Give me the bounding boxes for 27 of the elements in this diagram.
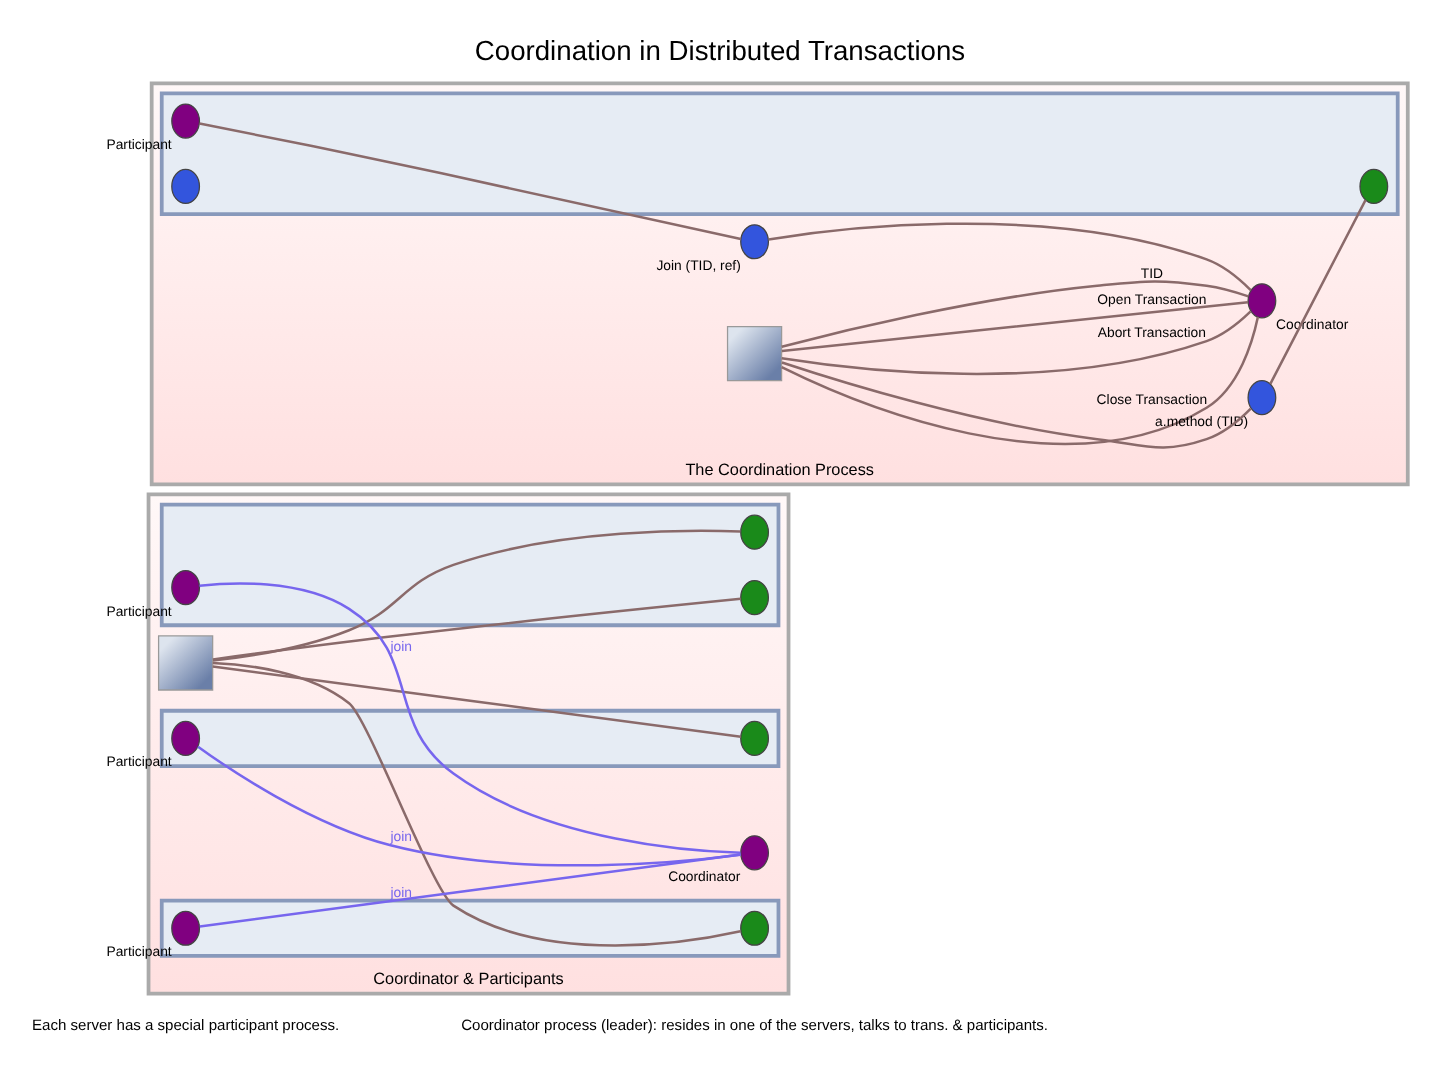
connector [781, 309, 1252, 375]
picture [726, 325, 783, 381]
node-circle [171, 102, 201, 138]
connector [212, 596, 741, 660]
connector [781, 279, 1249, 347]
node-circle [171, 909, 201, 945]
node-circle [740, 909, 770, 945]
node-circle [740, 579, 770, 615]
node-circle [171, 719, 201, 755]
connector [768, 221, 1252, 290]
connector [781, 315, 1260, 444]
connector [212, 528, 741, 661]
picture [157, 634, 214, 690]
node-circle [1247, 282, 1277, 318]
node-circle [740, 513, 770, 549]
node-circle [740, 223, 770, 259]
node-circle [1359, 167, 1389, 204]
connector [1269, 198, 1367, 384]
node-circle [171, 167, 201, 204]
node-circle [171, 568, 201, 605]
node-circle [1247, 379, 1277, 415]
connector [199, 581, 741, 853]
diagram-title: Coordination in Distributed Transactions [474, 33, 966, 66]
connector [781, 299, 1249, 352]
connector [781, 360, 1252, 448]
node-circle [740, 834, 770, 870]
node-circle [740, 719, 770, 755]
